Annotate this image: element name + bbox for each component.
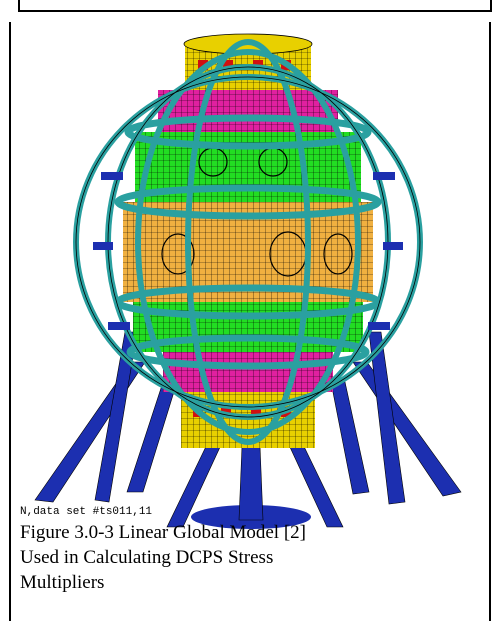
page-border-left [9,22,11,621]
dataset-label: N,data set #ts011,11 [20,506,153,518]
caption-line-1: Figure 3.0-3 Linear Global Model [2] [20,522,306,543]
support-legs [34,331,462,528]
global-model-render [34,33,462,529]
caption-line-2: Used in Calculating DCPS Stress [20,547,274,568]
figure-caption: Figure 3.0-3 Linear Global Model [2] Use… [20,520,460,595]
page-frame-top [18,0,492,12]
caption-line-3: Multipliers [20,572,105,593]
finite-element-model-figure [13,22,483,542]
page-border-right [489,22,491,621]
coil-clamps [93,172,403,330]
